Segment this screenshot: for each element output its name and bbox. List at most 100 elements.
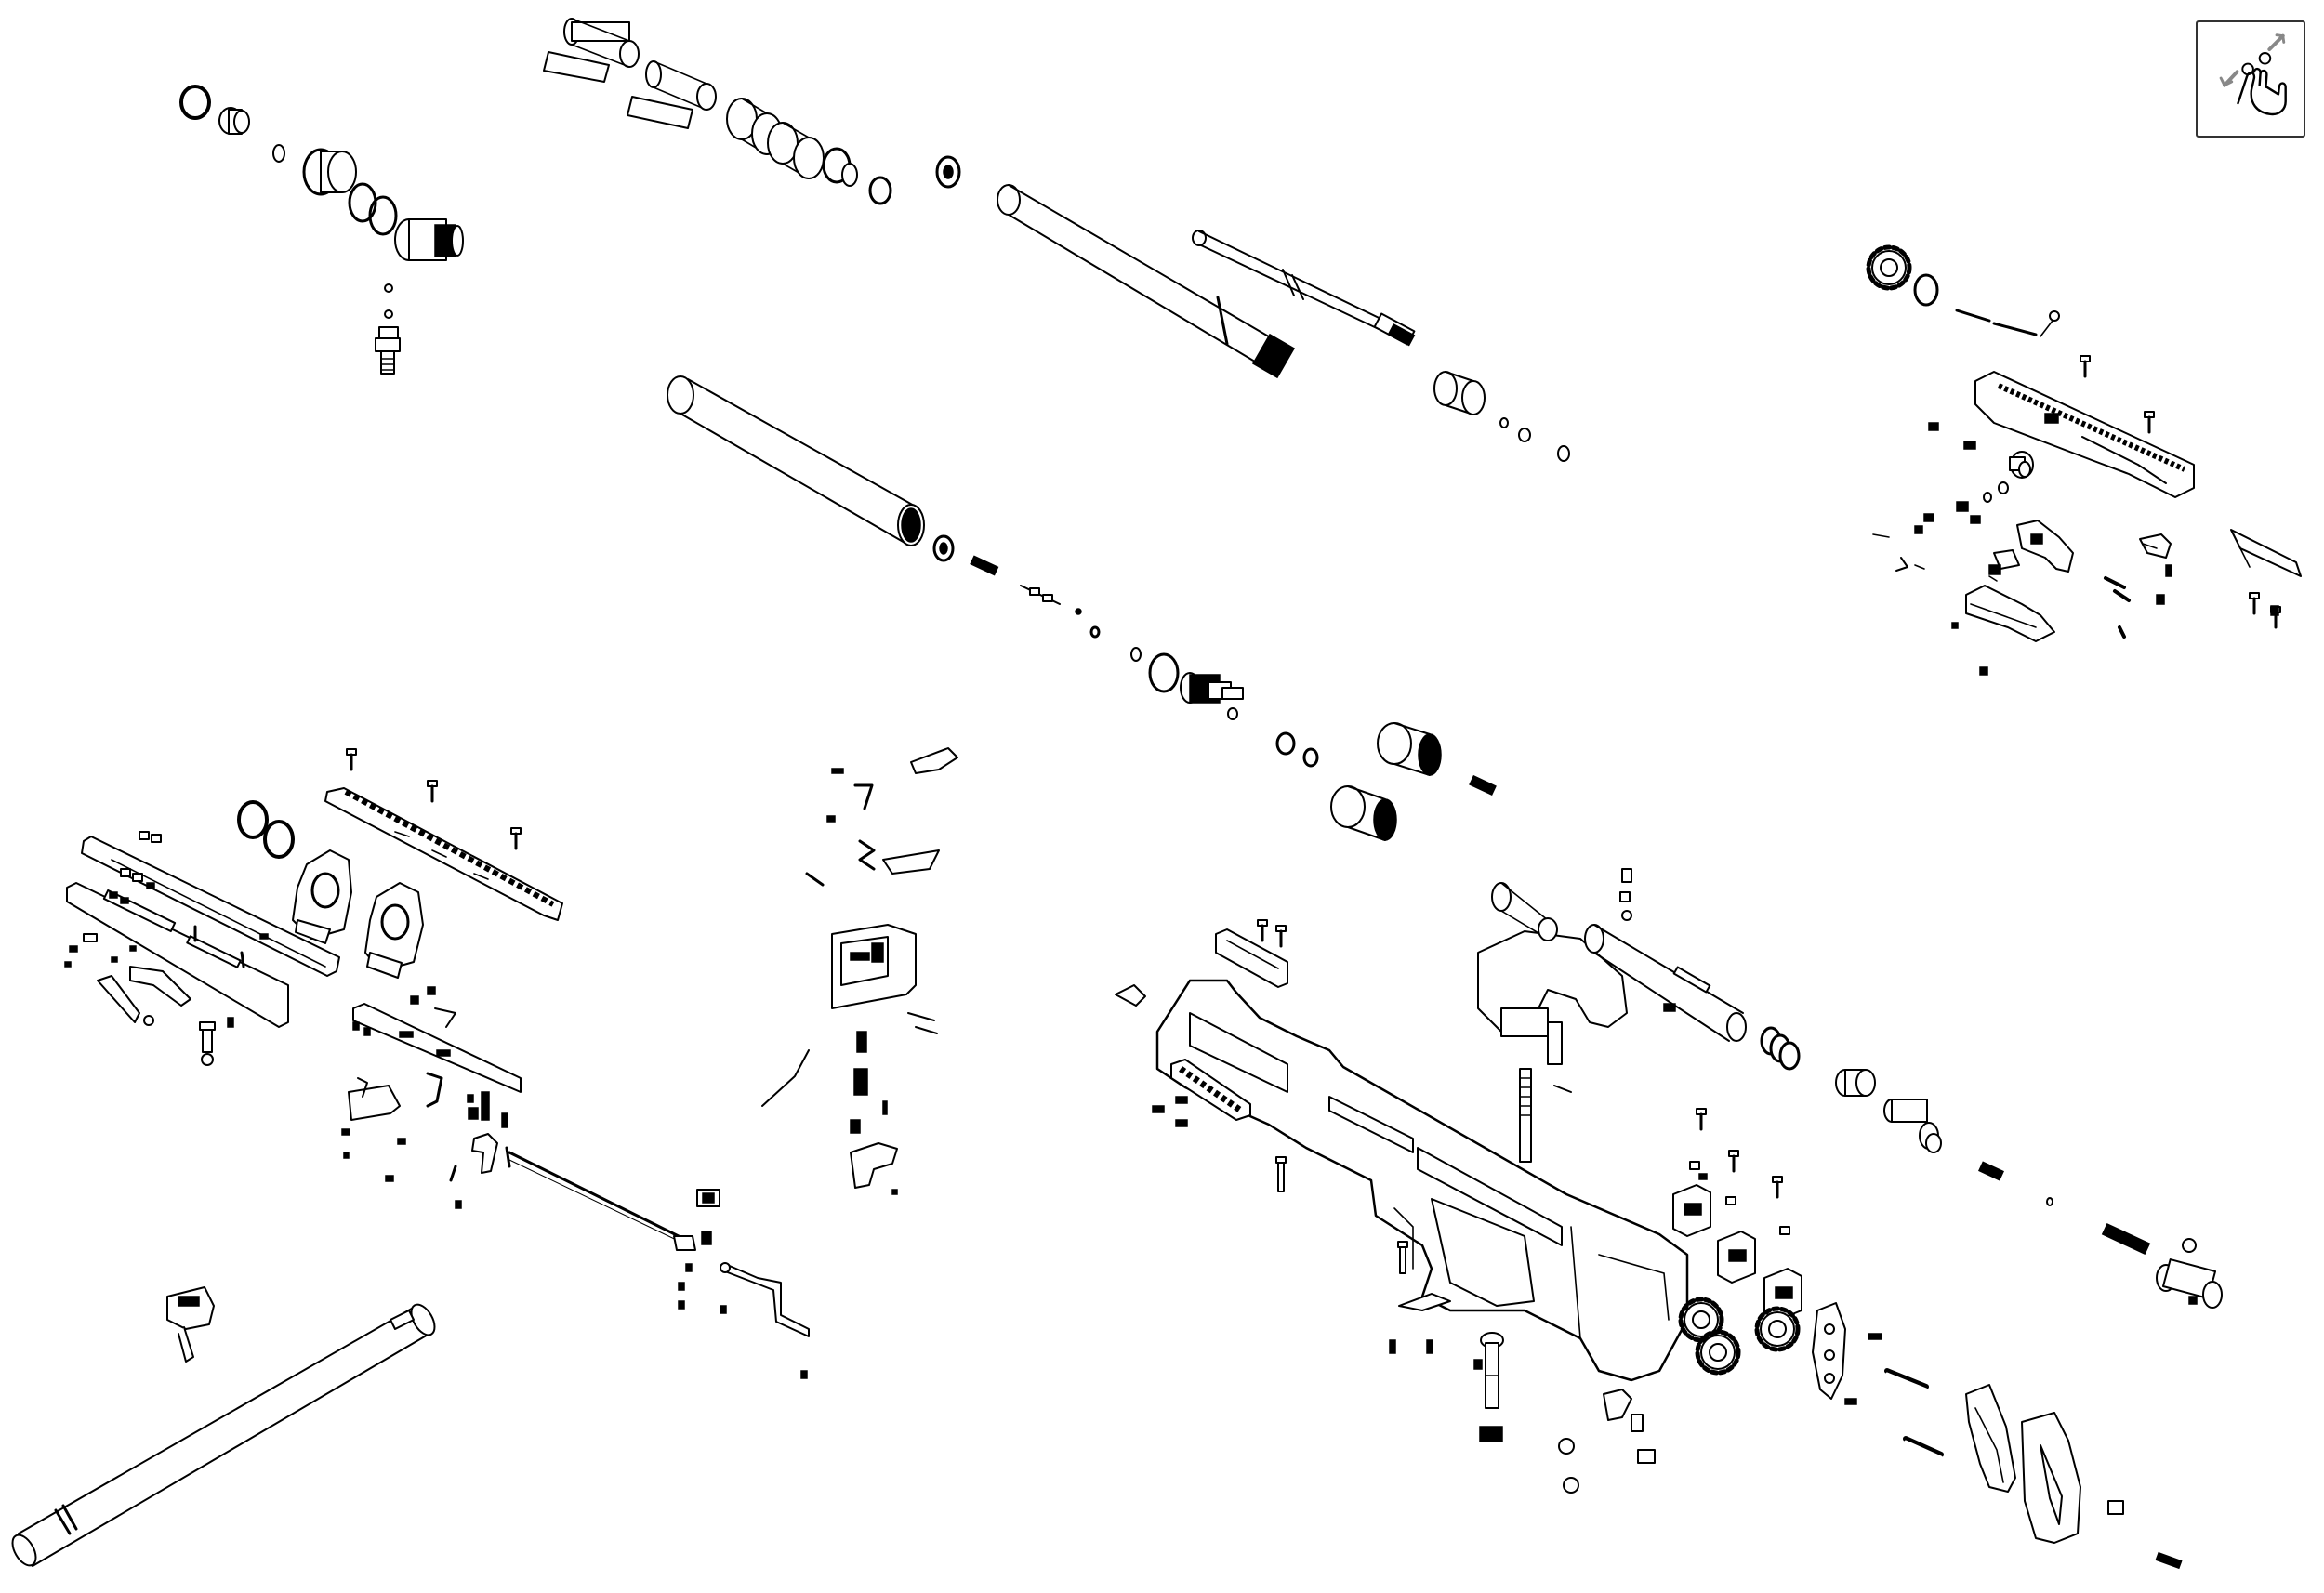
hook-wire-part — [762, 1050, 809, 1106]
spring-part — [860, 841, 874, 869]
scope-rail-part — [325, 788, 562, 920]
ball-part — [1076, 609, 1081, 614]
o-ring-part — [239, 802, 267, 837]
hammer-rod-part — [1193, 230, 1414, 345]
bolt-knob-part — [2010, 452, 2033, 478]
scope-ring-part-2 — [365, 883, 423, 978]
trigger-spring-clip-part — [911, 748, 957, 773]
trigger-spring-part — [857, 1032, 866, 1052]
o-ring-part — [870, 178, 891, 204]
zoom-gesture-button[interactable] — [2196, 20, 2305, 138]
valve-cap-part — [219, 108, 249, 134]
ball-part — [2047, 1198, 2053, 1205]
small-screws-cluster-5 — [1276, 1157, 1433, 1353]
magazine-block-part-1 — [1673, 1185, 1710, 1236]
cap-screw-part — [1559, 1439, 1574, 1454]
o-ring-part — [1915, 275, 1937, 305]
buttpad-spacer-part — [1813, 1303, 1845, 1399]
bushing-part — [824, 149, 857, 186]
riser-post-part — [1520, 1069, 1531, 1162]
trigger-rod-part — [509, 1152, 695, 1250]
safety-slide-part — [1989, 550, 2019, 581]
stock-screw-part — [1256, 918, 1269, 942]
spring-part — [1470, 776, 1496, 795]
small-screws-cluster — [65, 832, 244, 967]
barrel-and-cylinder-group — [181, 19, 1569, 840]
grip-bolt-part — [1474, 1333, 1503, 1408]
sling-swivel-part — [1116, 985, 1145, 1006]
block-part — [697, 1190, 720, 1244]
valve-stem-part — [376, 284, 400, 374]
adjuster-knob-part — [1697, 1332, 1738, 1373]
stock-housing-group — [1116, 869, 2222, 1568]
bolt-sleeve-part — [1492, 883, 1557, 941]
trigger-unit-group — [762, 748, 957, 1194]
small-screws-cluster-3 — [1153, 1097, 1187, 1126]
rifled-barrel-part — [7, 1300, 439, 1569]
trigger-housing-part — [832, 925, 916, 1008]
receiver-screw-part — [2143, 410, 2156, 434]
magazine-tube-part — [1585, 925, 1746, 1041]
pinch-zoom-gesture-icon — [2219, 33, 2287, 116]
cap-screw-part — [1564, 1478, 1578, 1493]
probe-part — [1884, 1099, 1941, 1152]
cocking-handle-part — [98, 976, 153, 1025]
nut-part — [1480, 1427, 1502, 1442]
shim-part — [627, 97, 693, 128]
o-ring-part — [370, 197, 396, 234]
upper-right-bolt-assembly — [1868, 247, 2301, 675]
butt-pad-part — [2022, 1413, 2080, 1543]
trigger-blade-part — [883, 850, 939, 874]
small-parts-cluster-ur — [1873, 482, 2008, 571]
receiver-screw-part — [2248, 591, 2261, 615]
spring-guide-part — [2231, 530, 2301, 576]
butt-screw-part — [2156, 1553, 2181, 1568]
washer-part — [273, 145, 284, 162]
o-ring-part — [265, 822, 293, 857]
spring-part — [1979, 1162, 2003, 1179]
accessory-rail-part — [1171, 1060, 1250, 1120]
cocking-arm-part-2 — [67, 883, 288, 1027]
end-cap-part — [2157, 1239, 2222, 1308]
o-ring-part — [1304, 749, 1317, 766]
trigger-assembly-small-part — [167, 1287, 214, 1362]
shim-part — [544, 52, 609, 82]
adjuster-knob-part — [1868, 247, 1909, 288]
trigger-bar-part — [353, 987, 521, 1092]
safety-lever-part — [1604, 1389, 1631, 1420]
small-pins-cluster — [342, 1129, 461, 1208]
o-ring-part — [1277, 733, 1294, 754]
sear-spring-part — [855, 785, 872, 809]
washer-part — [1558, 446, 1569, 461]
spring-part — [971, 556, 997, 574]
hammer-spring-part — [2103, 1224, 2149, 1254]
bushing-sleeve-part-1 — [1378, 723, 1441, 775]
long-lever-part — [1952, 586, 2054, 675]
trigger-pawl-part — [349, 1073, 508, 1127]
cheek-riser-part — [1478, 931, 1627, 1064]
sleeve-part-2 — [768, 123, 824, 178]
receiver-screw-part — [2079, 354, 2092, 378]
cap-part — [937, 157, 959, 187]
roller-part-1 — [564, 19, 639, 67]
valve-pin-part — [1021, 586, 1060, 604]
stock-cap-part — [1216, 929, 1287, 987]
washer-part — [1500, 418, 1508, 428]
latch-plate-part — [2017, 520, 2073, 572]
rail-screw-part — [426, 779, 439, 803]
o-ring-part — [350, 184, 376, 221]
barrel-shroud-part — [997, 185, 1294, 377]
sear-block-part — [851, 1143, 897, 1188]
rail-screw-part — [509, 826, 522, 850]
small-screws-cluster-2 — [679, 1264, 807, 1378]
cocking-hook-part — [2140, 534, 2171, 558]
cocking-arm-part-1 — [82, 836, 339, 976]
main-stock-part — [1157, 981, 1687, 1380]
stock-screw-part — [1274, 924, 1287, 948]
adjuster-knob-part — [1757, 1309, 1798, 1349]
scope-ring-part-1 — [293, 850, 351, 943]
rail-screw-part — [345, 747, 358, 771]
cocking-lever-and-rail-group — [65, 747, 809, 1378]
air-cylinder-part — [667, 376, 924, 546]
end-plug-part — [934, 536, 953, 560]
